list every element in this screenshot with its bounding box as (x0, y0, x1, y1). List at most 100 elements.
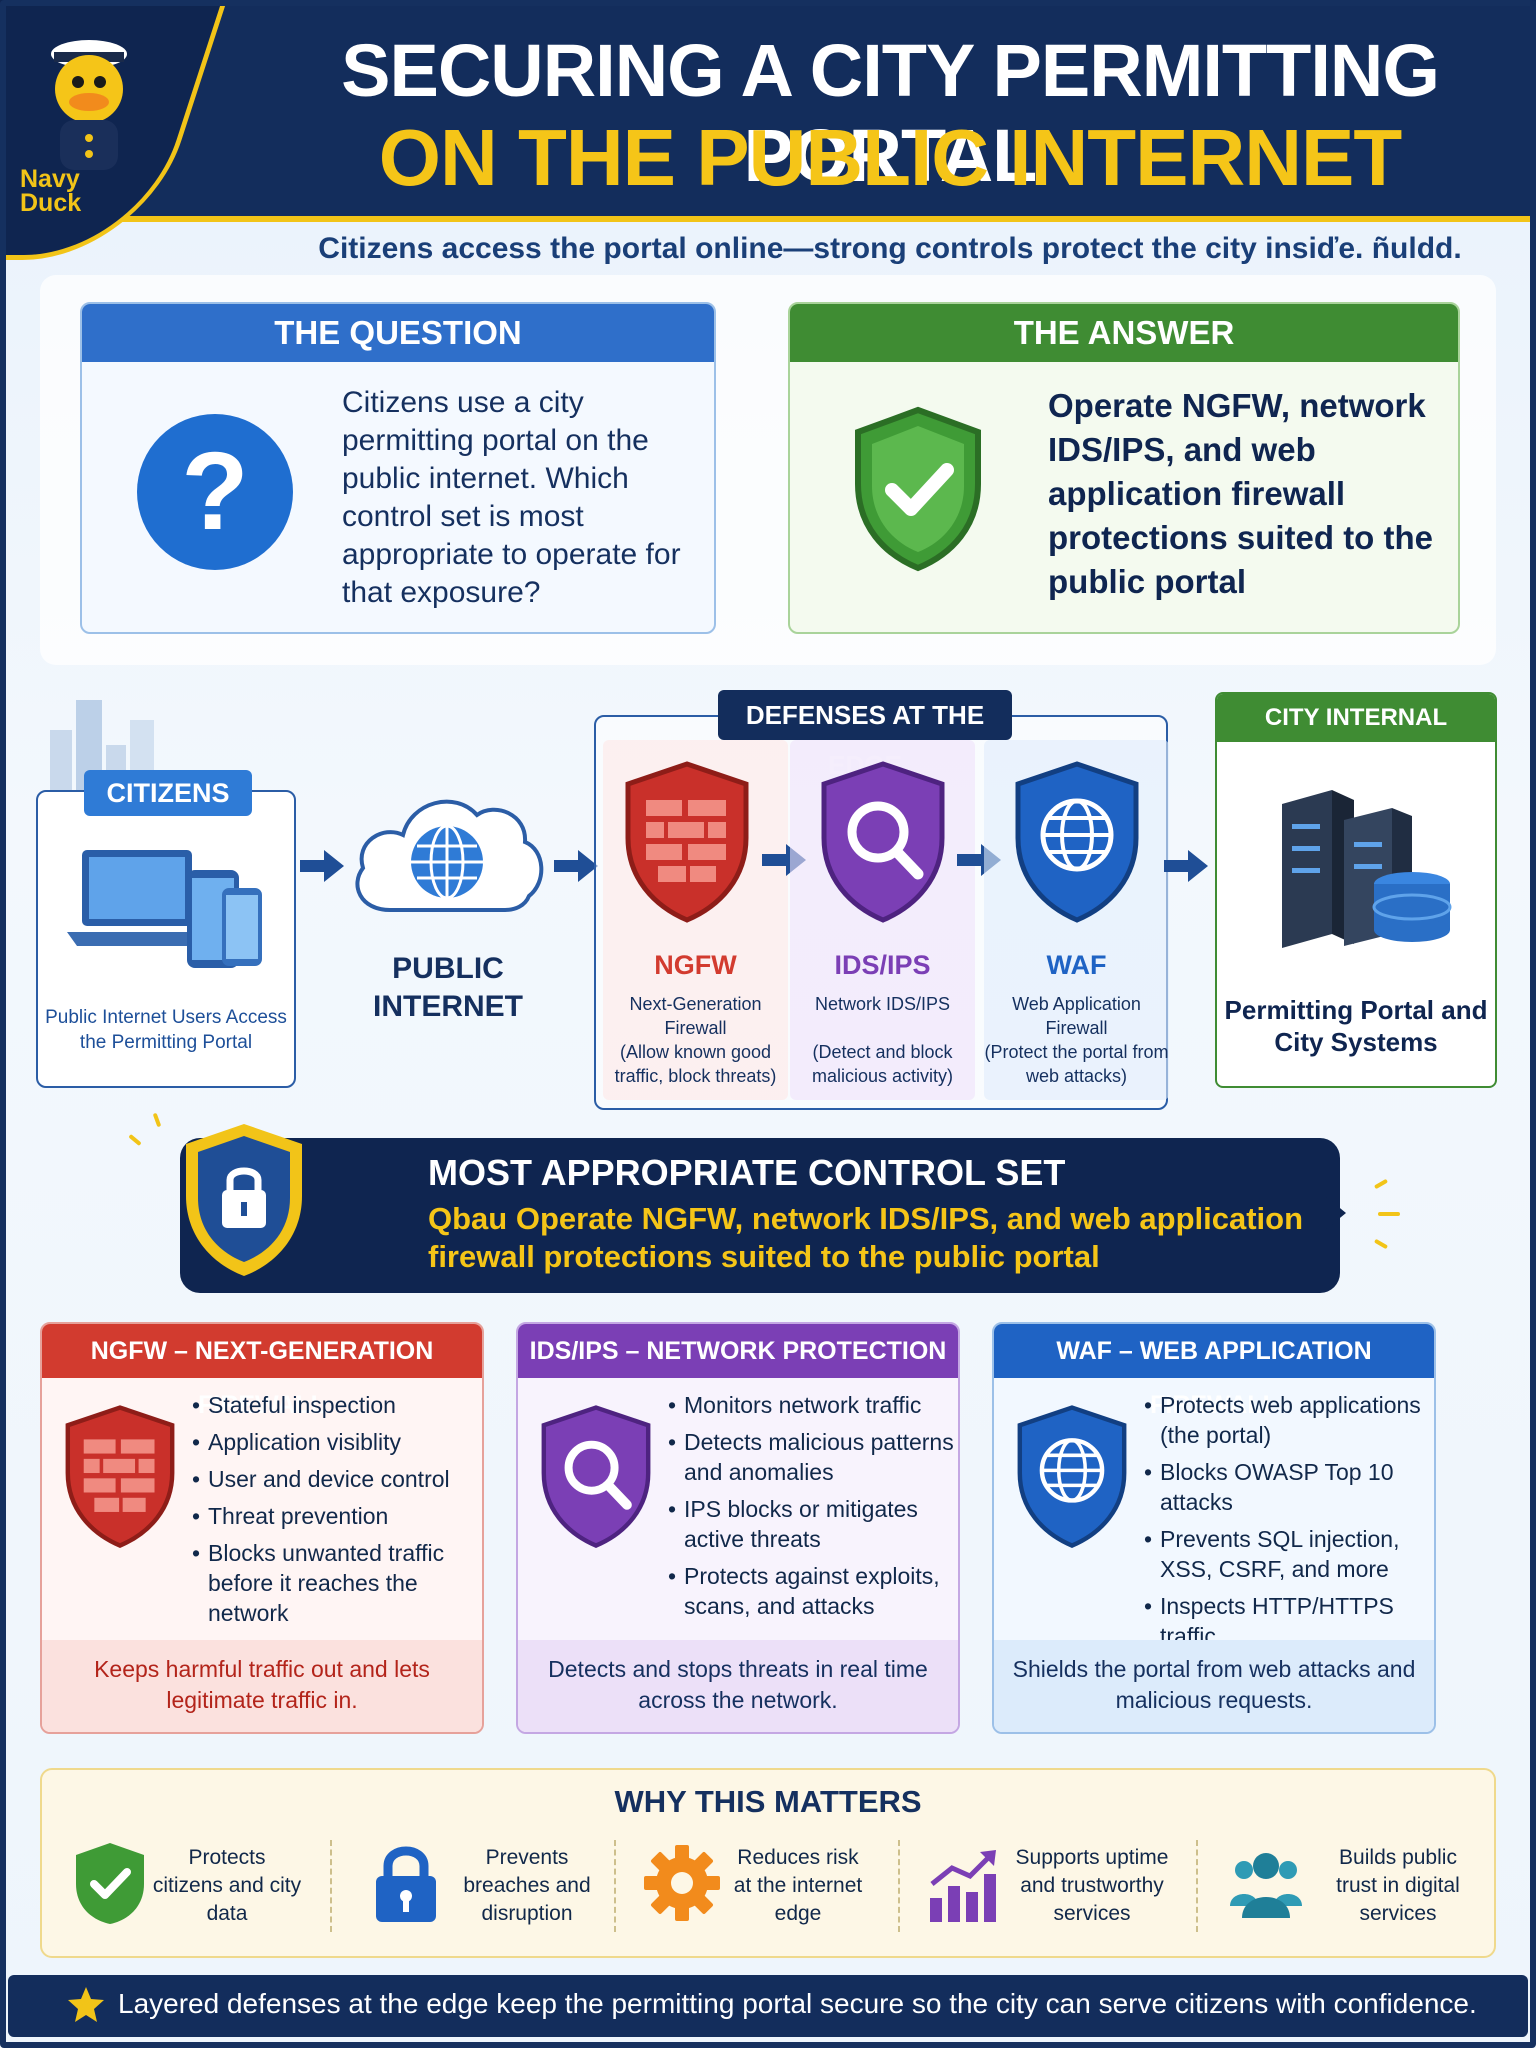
duck-mascot-icon (51, 40, 127, 170)
why-item-supports: Supports uptime and trustworthy services (926, 1830, 1196, 1940)
why-item-reduces: Reduces risk at the internet edge (644, 1830, 894, 1940)
header-accent-band (0, 216, 1536, 222)
list-item: Protects web applications (the portal) (1144, 1390, 1434, 1450)
logo-text: Navy Duck (20, 165, 82, 217)
list-item: Application visiblity (192, 1427, 482, 1457)
divider (1196, 1840, 1198, 1932)
page-title-line1: SECURING A CITY PERMITTING PORTAL (341, 29, 1440, 197)
answer-heading: THE ANSWER (790, 304, 1458, 362)
why-text: Builds public trust in digital services (1336, 1846, 1460, 1925)
arrow-right-icon (1164, 850, 1208, 882)
waf-shield-icon (1017, 1405, 1127, 1548)
why-text: Supports uptime and trustworthy services (1015, 1846, 1169, 1925)
list-item: Detects malicious patterns and anomalies (668, 1427, 958, 1487)
gear-icon (644, 1845, 720, 1921)
spark-decoration (1378, 1212, 1400, 1216)
answer-box: THE ANSWER Operate NGFW, network IDS/IPS… (788, 302, 1460, 634)
defense-desc-waf: Web Application Firewall (1012, 994, 1141, 1038)
waf-card: WAF – WEB APPLICATION FIREWALL Protects … (992, 1322, 1436, 1734)
internal-network-description: Permitting Portal and City Systems (1224, 995, 1488, 1057)
answer-text: Operate NGFW, network IDS/IPS, and web a… (1048, 387, 1434, 600)
footer-text: Layered defenses at the edge keep the pe… (118, 1988, 1477, 2019)
idsips-feature-list: Monitors network traffic Detects malicio… (668, 1390, 958, 1628)
defense-desc-ngfw: Next-Generation Firewall (629, 994, 762, 1038)
why-item-prevents: Prevents breaches and disruption (368, 1830, 618, 1940)
list-item: Threat prevention (192, 1501, 482, 1531)
divider (330, 1840, 332, 1932)
citizens-label: CITIZENS (84, 770, 252, 816)
defense-desc-idsips: Network IDS/IPS (814, 994, 951, 1014)
devices-icon (67, 850, 262, 968)
defense-name-idsips: IDS/IPS (834, 950, 931, 980)
control-set-banner (180, 1138, 1340, 1293)
header (0, 0, 1536, 222)
list-item: Monitors network traffic (668, 1390, 958, 1420)
control-set-title: MOST APPROPRIATE CONTROL SET (428, 1152, 1066, 1193)
internal-network-box: CITY INTERNAL NETWORK Permitting Portal … (1215, 692, 1497, 1088)
ngfw-card: NGFW – NEXT-GENERATION FIREWALL Stateful… (40, 1322, 484, 1734)
chart-up-icon (930, 1850, 996, 1922)
question-heading: THE QUESTION (82, 304, 714, 362)
waf-shield-icon (1015, 761, 1139, 923)
spark-decoration (1373, 1238, 1389, 1250)
banner-pointer (1324, 1195, 1346, 1231)
ngfw-card-heading: NGFW – NEXT-GENERATION FIREWALL (42, 1324, 482, 1419)
citizens-description: Public Internet Users Access the Permitt… (45, 1007, 287, 1053)
waf-card-heading: WAF – WEB APPLICATION FIREWALL (994, 1324, 1434, 1419)
defenses-label: DEFENSES AT THE EDGE (718, 690, 1012, 780)
why-matters-panel (40, 1768, 1496, 1958)
spark-decoration (128, 1133, 142, 1147)
ngfw-feature-list: Stateful inspection Application visiblit… (192, 1390, 482, 1635)
why-text: Reduces risk at the internet edge (733, 1846, 863, 1925)
lock-icon (376, 1846, 436, 1922)
defense-name-waf: WAF (1046, 950, 1107, 980)
defense-detail-ngfw: (Allow known good traffic, block threats… (614, 1042, 777, 1086)
list-item: Stateful inspection (192, 1390, 482, 1420)
list-item: User and device control (192, 1464, 482, 1494)
shield-check-icon (76, 1843, 144, 1924)
footer-banner (8, 1975, 1528, 2037)
why-item-protects: Protects citizens and city data (72, 1830, 312, 1940)
control-set-text: Qbau Operate NGFW, network IDS/IPS, and … (428, 1201, 1304, 1274)
arrow-right-icon (554, 850, 598, 882)
ngfw-card-summary: Keeps harmful traffic out and lets legit… (42, 1640, 482, 1732)
people-icon (1230, 1853, 1302, 1918)
spark-decoration (1373, 1178, 1389, 1190)
divider (898, 1840, 900, 1932)
public-internet-label: PUBLIC INTERNET (373, 952, 523, 1023)
list-item: Blocks OWASP Top 10 attacks (1144, 1457, 1434, 1517)
firewall-shield-icon (65, 1405, 175, 1548)
list-item: Protects against exploits, scans, and at… (668, 1561, 958, 1621)
page-subtitle: Citizens access the portal online—strong… (318, 232, 1462, 265)
firewall-shield-icon (625, 761, 749, 923)
lock-shield-icon (186, 1124, 302, 1276)
idsips-card-heading: IDS/IPS – NETWORK PROTECTION (518, 1324, 958, 1378)
divider (614, 1840, 616, 1932)
why-text: Prevents breaches and disruption (463, 1846, 591, 1925)
question-text: Citizens use a city permitting portal on… (342, 386, 681, 609)
list-item: Blocks unwanted traffic before it reache… (192, 1538, 482, 1628)
page-title-line2: ON THE PUBLIC INTERNET (378, 113, 1402, 202)
why-text: Protects citizens and city data (152, 1846, 302, 1925)
why-matters-title: WHY THIS MATTERS (614, 1784, 922, 1819)
why-item-builds: Builds public trust in digital services (1228, 1830, 1488, 1940)
cloud-globe-icon (355, 799, 544, 912)
waf-card-summary: Shields the portal from web attacks and … (994, 1640, 1434, 1732)
list-item: Prevents SQL injection, XSS, CSRF, and m… (1144, 1524, 1434, 1584)
ids-shield-icon (541, 1405, 651, 1548)
defense-detail-waf: (Protect the portal from web attacks) (984, 1042, 1169, 1086)
waf-feature-list: Protects web applications (the portal) B… (1144, 1390, 1434, 1658)
internal-network-label: CITY INTERNAL NETWORK (1217, 694, 1495, 779)
list-item: IPS blocks or mitigates active threats (668, 1494, 958, 1554)
server-database-icon (1282, 790, 1452, 948)
star-icon (68, 1987, 104, 2022)
defense-name-ngfw: NGFW (654, 950, 737, 980)
arrow-right-icon (300, 850, 344, 882)
question-icon: ? (137, 414, 293, 570)
question-box: THE QUESTION ? Citizens use a city permi… (80, 302, 716, 634)
ids-shield-icon (821, 761, 945, 923)
spark-decoration (152, 1112, 162, 1128)
idsips-card-summary: Detects and stops threats in real time a… (518, 1640, 958, 1732)
shield-check-icon (855, 406, 981, 572)
defense-detail-idsips: (Detect and block malicious activity) (811, 1042, 954, 1086)
